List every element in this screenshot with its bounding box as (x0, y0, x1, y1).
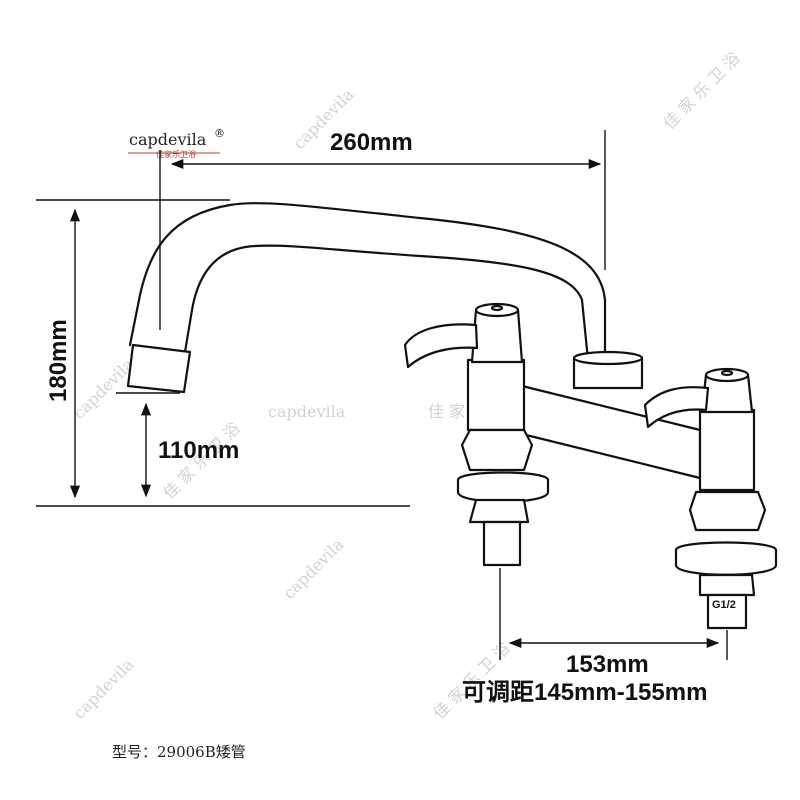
right-valve: G1/2 (643, 367, 778, 630)
brand-chinese-name: 佳家乐卫浴 (156, 149, 196, 159)
adjustable-range-label: 可调距145mm-155mm (462, 679, 707, 706)
watermark-text: capdevila (69, 354, 137, 422)
spout-collar (572, 350, 644, 390)
reach-dimension-label: 260mm (330, 129, 413, 156)
model-label: 型号：29006B矮管 (112, 743, 246, 761)
watermark-text: capdevila (268, 402, 346, 421)
brand-logo: capdevila ® 佳家乐卫浴 (128, 127, 225, 159)
brand-name: capdevila (129, 130, 207, 149)
aerator-tip (126, 343, 192, 394)
clearance-dimension-label: 110mm (158, 437, 239, 464)
watermark-text: capdevila (69, 654, 137, 722)
thread-size-label: G1/2 (712, 599, 736, 611)
height-dimension-label: 180mm (45, 319, 72, 402)
left-valve (403, 302, 550, 567)
spout (126, 202, 607, 394)
right-lever-handle (643, 386, 710, 429)
center-distance-label: 153mm (566, 651, 649, 678)
watermark-text: capdevila (279, 534, 347, 602)
watermark-text: 佳 家 乐 卫 浴 (659, 48, 743, 132)
left-lever-handle (403, 323, 479, 369)
registered-mark: ® (214, 127, 225, 140)
